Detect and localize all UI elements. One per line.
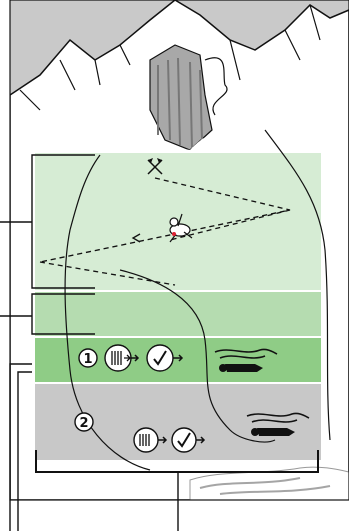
step-number-2-label: 2 xyxy=(79,416,88,431)
transceiver-icon xyxy=(134,428,158,452)
check-icon xyxy=(147,345,173,371)
zone-coarse-search xyxy=(35,291,321,336)
transceiver-icon xyxy=(105,345,131,371)
check-icon xyxy=(172,428,196,452)
step-number-1-label: 1 xyxy=(83,352,92,367)
zone-fine-search xyxy=(35,338,321,382)
